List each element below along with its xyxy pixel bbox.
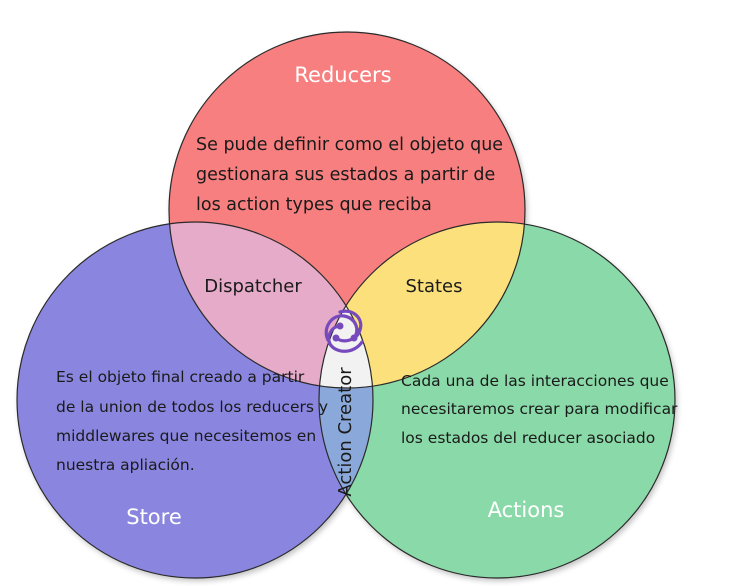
store-description-line: nuestra apliación. [56, 456, 195, 474]
actions-description-line: necesitaremos crear para modificar [401, 400, 678, 418]
reducers-description-line: los action types que reciba [196, 195, 432, 215]
reducers-description: Se pude definir como el objeto que gesti… [196, 135, 503, 215]
actions-description: Cada una de las interacciones que necesi… [401, 372, 678, 447]
states-region [319, 222, 525, 388]
dispatcher-label: Dispatcher [204, 276, 302, 297]
actions-title: Actions [488, 498, 565, 522]
actions-description-line: los estados del reducer asociado [401, 429, 655, 447]
actions-description-line: Cada una de las interacciones que [401, 372, 669, 390]
store-description: Es el objeto final creado a partir de la… [56, 368, 328, 474]
store-description-line: middlewares que necesitemos en [56, 427, 316, 445]
redux-logo-icon [324, 309, 364, 353]
reducers-description-line: Se pude definir como el objeto que [196, 135, 503, 155]
reducers-description-line: gestionara sus estados a partir de [196, 165, 495, 185]
store-description-line: Es el objeto final creado a partir [56, 368, 305, 386]
action-creator-label: Action Creator [335, 367, 356, 497]
dispatcher-region [169, 222, 373, 388]
store-description-line: de la union de todos los reducers y [56, 398, 328, 416]
reducers-title: Reducers [294, 63, 391, 87]
store-title: Store [126, 505, 182, 529]
states-label: States [405, 276, 462, 297]
